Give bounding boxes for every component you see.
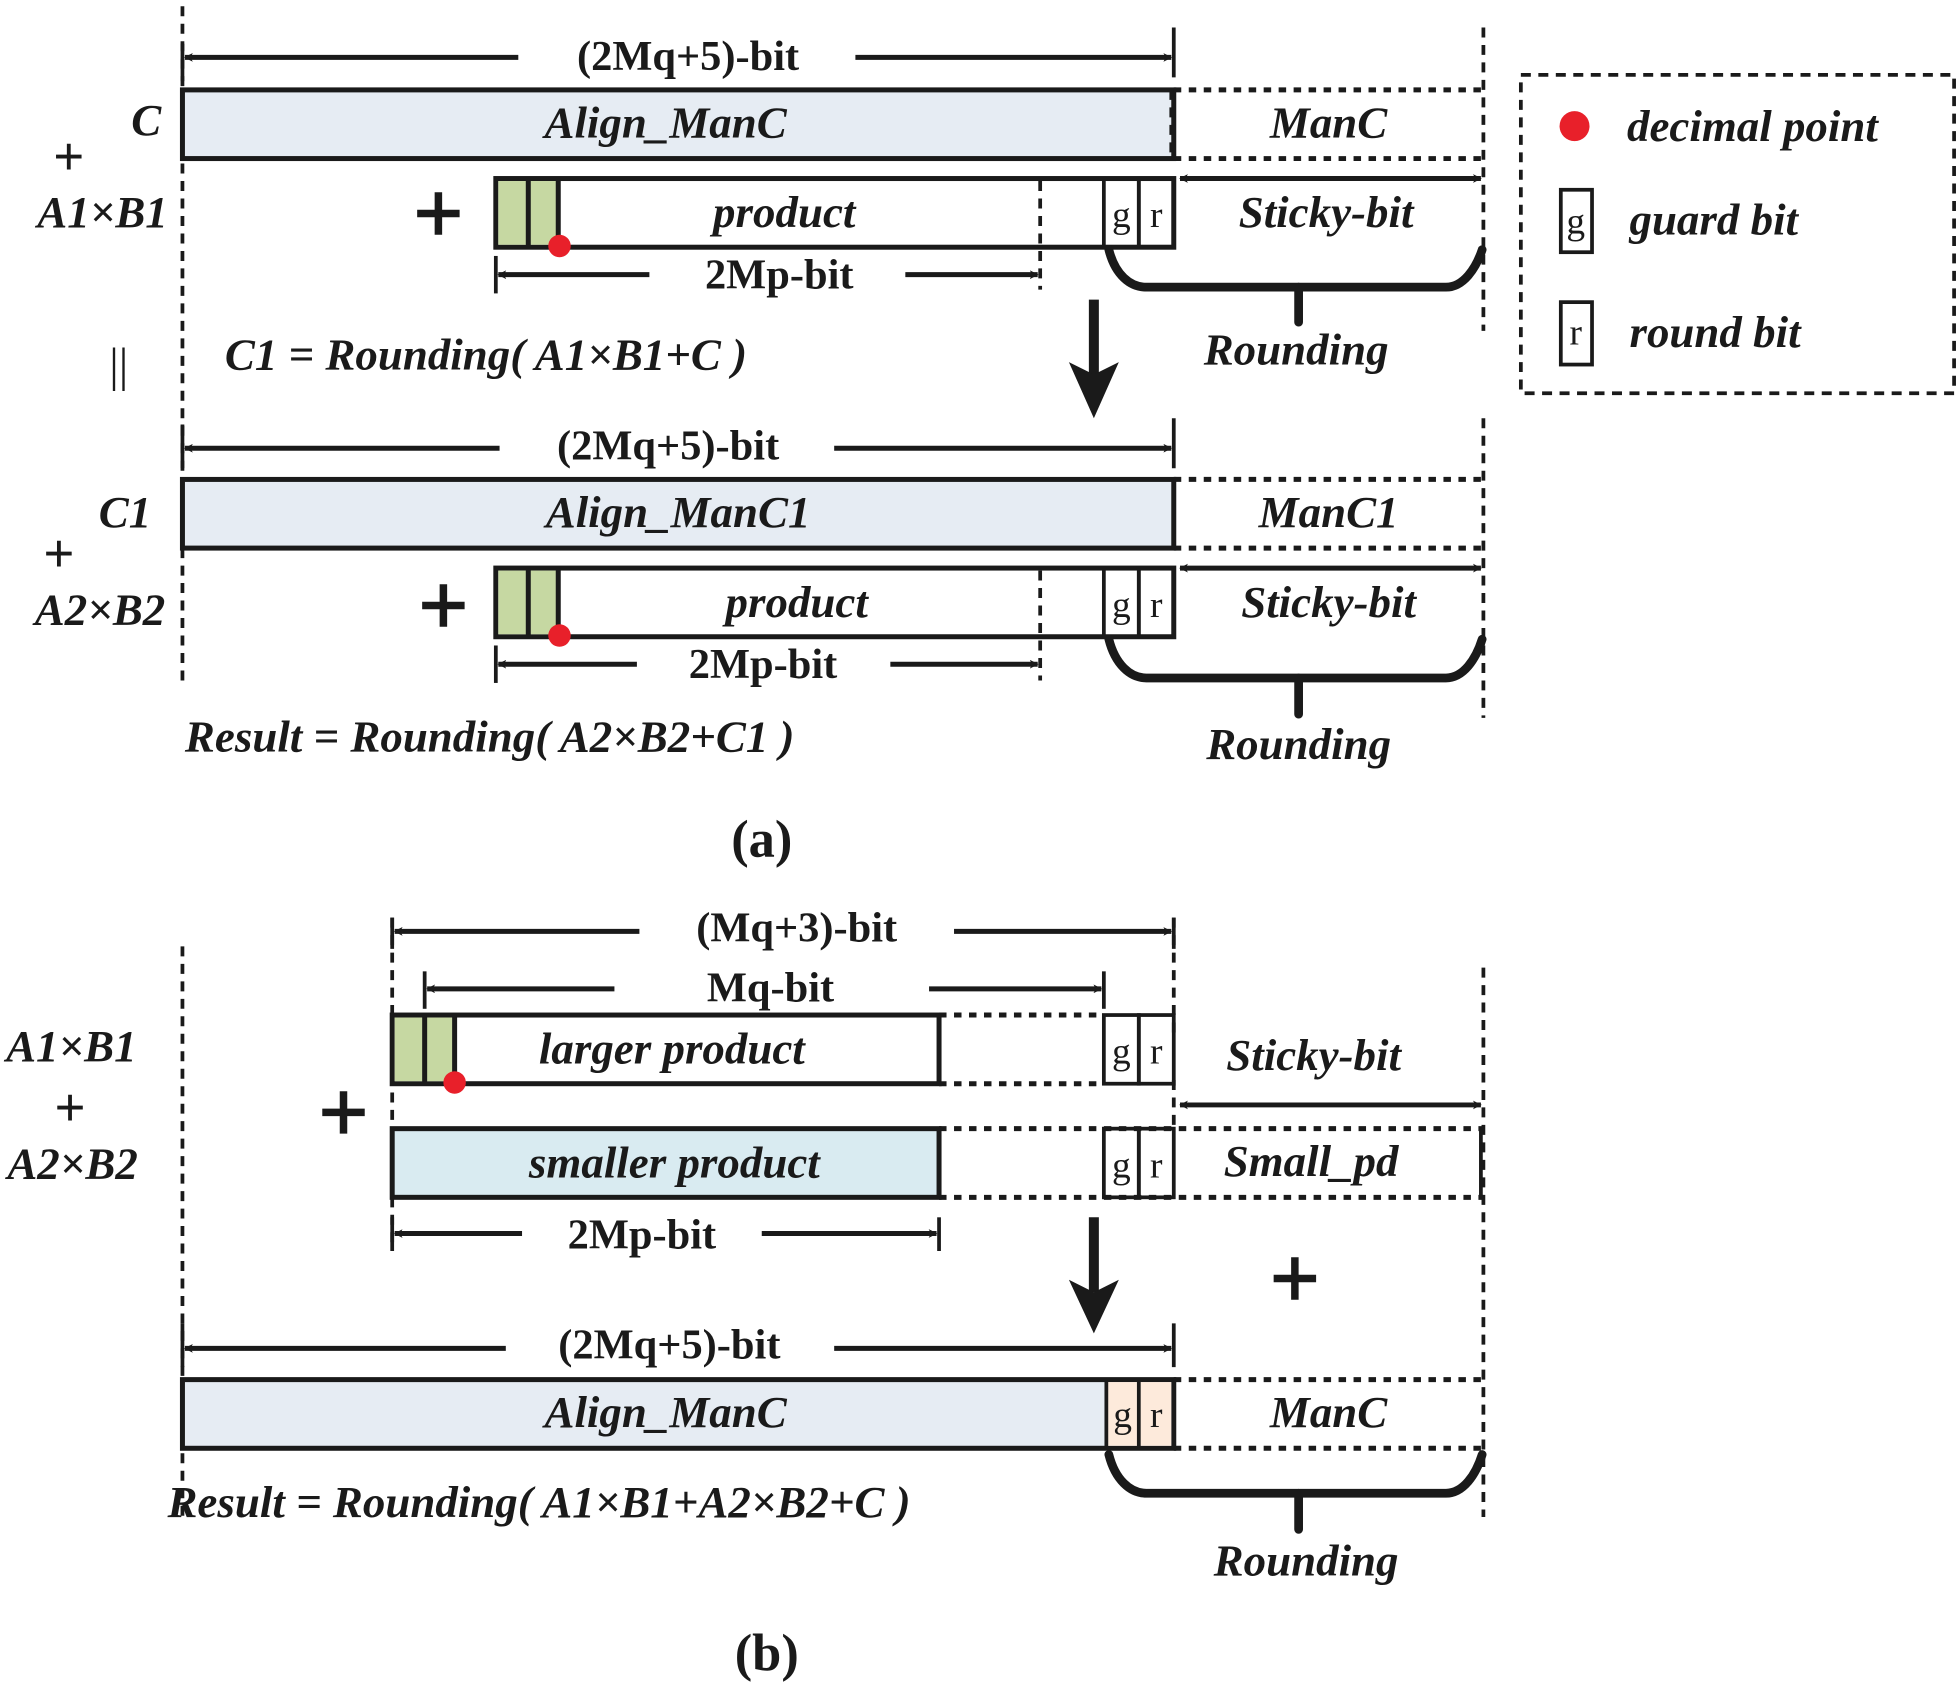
guard-bit-glyph: g [1113, 1395, 1132, 1436]
round-bit-glyph: r [1150, 1145, 1163, 1186]
width-label: (2Mq+5)-bit [557, 422, 779, 469]
guard-bit-cell [1106, 1382, 1139, 1446]
right-plus-sign [1273, 1257, 1317, 1300]
plus-sign: + [54, 1077, 85, 1138]
guard-bit-glyph: g [1112, 1145, 1131, 1186]
operand-2-label: A2×B2 [4, 1139, 138, 1189]
round-bit-cell [1136, 1126, 1176, 1200]
round-bit-glyph: r [1150, 195, 1163, 236]
mantissa-dotted-box [1173, 476, 1484, 551]
equation-result: Result = Rounding( A1×B1+A2×B2+C ) [166, 1477, 910, 1527]
mantissa-label: ManC1 [1258, 487, 1399, 537]
rounding-brace [1104, 634, 1487, 683]
rounding-label: Rounding [1213, 1536, 1399, 1586]
operand-c1-label: C1 [99, 487, 151, 537]
rounding-label: Rounding [1203, 325, 1389, 375]
rounding-label: Rounding [1205, 719, 1391, 769]
product-bar [493, 565, 1177, 640]
round-bit-cell [1136, 1013, 1176, 1086]
rounding-brace [1104, 245, 1487, 292]
aligned-mantissa-label: Align_ManC [541, 97, 787, 147]
legend-label-decimal-point: decimal point [1627, 101, 1879, 151]
round-bit-glyph: r [1150, 1032, 1163, 1073]
width-label: (2Mq+5)-bit [577, 33, 799, 80]
down-arrow-icon [1068, 362, 1119, 419]
guard-bit-glyph: g [1112, 195, 1131, 236]
round-bit-cell [1138, 1382, 1172, 1446]
plus-sign: + [53, 126, 84, 187]
mantissa-dotted-box [1173, 87, 1484, 162]
legend: decimal point g guard bit r round bit [1518, 73, 1956, 396]
operand-ab-label: A2×B2 [32, 584, 165, 634]
part-a: (2Mq+5)-bit C + A1×B1 Align_ManC ManC pr… [32, 6, 1487, 868]
guard-bit-glyph: g [1112, 585, 1131, 626]
smaller-product-label: smaller product [528, 1137, 821, 1187]
round-bit-icon [1558, 300, 1594, 367]
aligned-mantissa-bar [179, 476, 1177, 551]
legend-label-guard-bit: guard bit [1628, 195, 1799, 245]
guard-bit-icon [1558, 187, 1594, 255]
product-label: product [709, 187, 857, 237]
round-bit-glyph: r [1150, 585, 1163, 626]
sticky-label: Sticky-bit [1241, 577, 1417, 627]
larger-product-bar [389, 1012, 942, 1087]
down-arrow-icon [1068, 1279, 1119, 1334]
smaller-product-bar [389, 1126, 942, 1200]
product-width-label: 2Mp-bit [568, 1212, 717, 1259]
legend-label-round-bit: round bit [1629, 307, 1802, 357]
guard-bit-glyph: g [1112, 1032, 1131, 1073]
aligned-mantissa-label: Align_ManC1 [543, 487, 811, 537]
mantissa-label: ManC [1269, 97, 1388, 147]
step-1: (2Mq+5)-bit C + A1×B1 Align_ManC ManC pr… [34, 27, 1487, 419]
rounding-brace [1104, 1450, 1487, 1498]
operand-1-label: A1×B1 [3, 1021, 137, 1071]
product-width-label: 2Mp-bit [705, 251, 854, 298]
sum-plus-sign [322, 1091, 365, 1134]
step-2: (2Mq+5)-bit C1 + A2×B2 Align_ManC1 ManC1… [32, 418, 1487, 769]
equals-sign: || [109, 340, 128, 392]
caption-a: (a) [731, 810, 792, 868]
product-plus-sign [422, 584, 465, 627]
smaller-dotted-extension [939, 1126, 1484, 1200]
mantissa-label: ManC [1269, 1387, 1388, 1437]
sticky-label: Sticky-bit [1239, 187, 1415, 237]
decimal-point-icon [1559, 111, 1590, 142]
product-bar [493, 176, 1177, 250]
round-bit-glyph: r [1570, 313, 1583, 354]
part-b: A1×B1 + A2×B2 (Mq+3)-bit Mq-bit larger p… [3, 904, 1487, 1683]
caption-b: (b) [735, 1625, 799, 1683]
product-plus-sign [417, 192, 460, 235]
decimal-point-icon [443, 1071, 466, 1094]
result-width-label: (2Mq+5)-bit [558, 1321, 780, 1368]
product-width-label: 2Mp-bit [689, 641, 838, 688]
mantissa-dotted-box [1173, 1377, 1484, 1451]
equation-2: Result = Rounding( A2×B2+C1 ) [184, 712, 795, 762]
operand-c-label: C [131, 95, 162, 145]
aligned-mantissa-bar [179, 87, 1177, 162]
sticky-label: Sticky-bit [1226, 1030, 1402, 1080]
round-bit-glyph: r [1150, 1395, 1163, 1436]
mq-width-label: Mq-bit [707, 964, 834, 1011]
top-width-label: (Mq+3)-bit [696, 904, 897, 951]
guard-bit-glyph: g [1566, 201, 1585, 242]
round-bit-cell [1136, 566, 1176, 639]
decimal-point-icon [548, 624, 571, 647]
equation-1: C1 = Rounding( A1×B1+C ) [225, 330, 747, 380]
plus-sign: + [43, 523, 74, 584]
legend-box [1518, 73, 1956, 396]
larger-product-label: larger product [539, 1024, 806, 1074]
larger-dotted-extension [939, 1012, 1104, 1087]
round-bit-cell [1136, 176, 1176, 250]
small-pd-label: Small_pd [1224, 1136, 1400, 1186]
decimal-point-icon [548, 234, 571, 258]
operand-ab-label: A1×B1 [34, 187, 168, 237]
aligned-mantissa-bar [179, 1377, 1177, 1451]
aligned-mantissa-label: Align_ManC [541, 1387, 787, 1437]
product-label: product [722, 577, 870, 627]
